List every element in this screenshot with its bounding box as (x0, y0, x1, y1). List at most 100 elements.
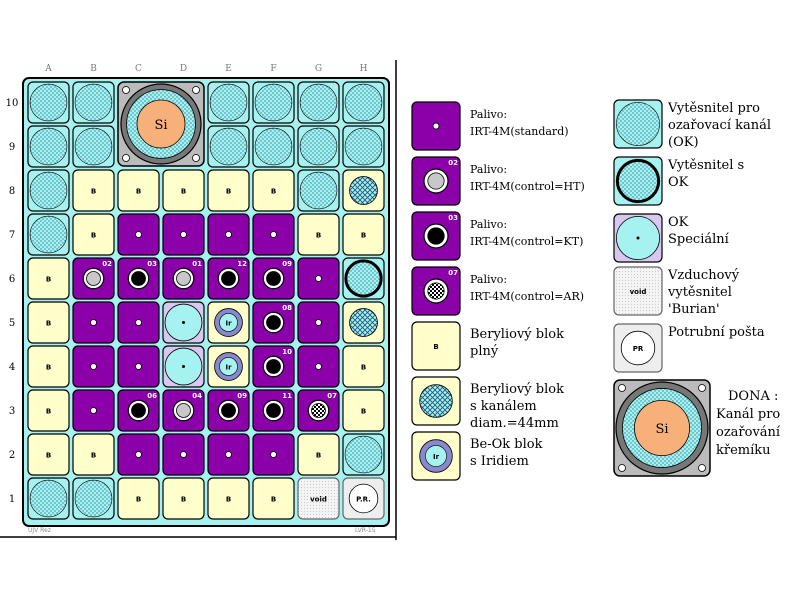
core-cell-h2 (342, 433, 385, 476)
core-cell-f10 (252, 81, 295, 124)
row-label-2: 2 (9, 450, 15, 461)
core-cell-e10 (207, 81, 250, 124)
legend-text: (OK) (668, 135, 699, 150)
cell-box (252, 477, 295, 520)
legend-text: Palivo: (470, 108, 507, 121)
beryllium-label: B (91, 452, 96, 460)
row-label-10: 10 (6, 98, 19, 109)
cell-box (297, 433, 340, 476)
core-cell-b3 (72, 389, 115, 432)
beryllium-label: B (271, 188, 276, 196)
row-label-5: 5 (9, 318, 15, 329)
row-label-6: 6 (9, 274, 15, 285)
row-label-9: 9 (9, 142, 15, 153)
core-cell-b8: B (72, 169, 115, 212)
control-ar-core-icon (427, 282, 445, 300)
core-cell-c1: B (117, 477, 160, 520)
legend-text: Vzduchový (667, 268, 740, 283)
legend-text: Kanál pro (716, 407, 780, 422)
control-ar-core-icon (311, 403, 326, 418)
cell-box (27, 257, 70, 300)
cell-box (342, 389, 385, 432)
core-cell-h1: P.R. (342, 477, 385, 520)
core-cell-c6: 03 (117, 257, 160, 300)
core-cell-e2 (207, 433, 250, 476)
core-cell-b10 (72, 81, 115, 124)
ok-special-dot-icon (182, 365, 185, 368)
core-cell-f9 (252, 125, 295, 168)
ok-channel-icon (74, 479, 113, 518)
core-cell-e3: 09 (207, 389, 250, 432)
core-cell-f8: B (252, 169, 295, 212)
bolt-icon (618, 464, 626, 472)
legend-text: IRT-4M(standard) (470, 125, 569, 138)
control-kt-core-icon (427, 227, 445, 245)
fuel-dot-icon (315, 363, 322, 370)
core-cell-g6 (297, 257, 340, 300)
cell-box (342, 345, 385, 388)
beryllium-label: B (433, 343, 438, 351)
iridium-label: Ir (225, 320, 232, 328)
beryllium-channel-icon (419, 384, 453, 418)
legend-text: DONA : (728, 389, 778, 404)
core-cell-h5 (342, 301, 385, 344)
footer-right: LVR-15 (355, 527, 376, 534)
core-cell-d7 (162, 213, 205, 256)
beryllium-label: B (361, 364, 366, 372)
bolt-icon (122, 86, 130, 94)
legend-text: Palivo: (470, 163, 507, 176)
ok-channel-icon (29, 127, 68, 166)
core-cell-d5 (162, 301, 205, 344)
core-cell-a7 (27, 213, 70, 256)
beryllium-label: B (226, 188, 231, 196)
cell-box (207, 169, 250, 212)
core-cell-e5: Ir (207, 301, 250, 344)
fuel-dot-icon (315, 275, 322, 282)
fuel-dot-icon (225, 451, 232, 458)
bolt-icon (698, 384, 706, 392)
core-cell-c4 (117, 345, 160, 388)
column-label-c: C (135, 64, 142, 74)
beryllium-label: B (181, 496, 186, 504)
pneumatic-post-icon (620, 330, 656, 366)
control-kt-core-icon (266, 359, 281, 374)
core-cell-f7 (252, 213, 295, 256)
cell-box (162, 169, 205, 212)
legend-text: Be-Ok blok (470, 437, 543, 452)
core-cell-h9 (342, 125, 385, 168)
core-cell-f1: B (252, 477, 295, 520)
pneumatic-post-icon (348, 483, 379, 514)
row-label-1: 1 (9, 494, 15, 505)
core-cell-h4: B (342, 345, 385, 388)
beryllium-label: B (316, 232, 321, 240)
beryllium-label: B (46, 452, 51, 460)
fuel-dot-icon (270, 231, 277, 238)
core-cell-h6 (342, 257, 385, 300)
core-cell-e1: B (207, 477, 250, 520)
core-cell-c2 (117, 433, 160, 476)
core-cell-d1: B (162, 477, 205, 520)
rod-number-label: 07 (448, 269, 458, 277)
control-kt-core-icon (221, 403, 236, 418)
core-cell-g2: B (297, 433, 340, 476)
core-cell-b4 (72, 345, 115, 388)
core-cell-d3: 04 (162, 389, 205, 432)
control-ht-core-icon (86, 271, 101, 286)
dona-silicon-channel: Si (613, 379, 711, 477)
ok-channel-icon (29, 479, 68, 518)
core-cell-a8 (27, 169, 70, 212)
core-cell-f4: 10 (252, 345, 295, 388)
silicon-icon (136, 99, 186, 149)
beryllium-label: B (181, 188, 186, 196)
column-label-a: A (44, 64, 52, 74)
fuel-dot-icon (135, 451, 142, 458)
iridium-inner-icon (219, 357, 238, 376)
beryllium-label: B (361, 408, 366, 416)
core-cell-e4: Ir (207, 345, 250, 388)
